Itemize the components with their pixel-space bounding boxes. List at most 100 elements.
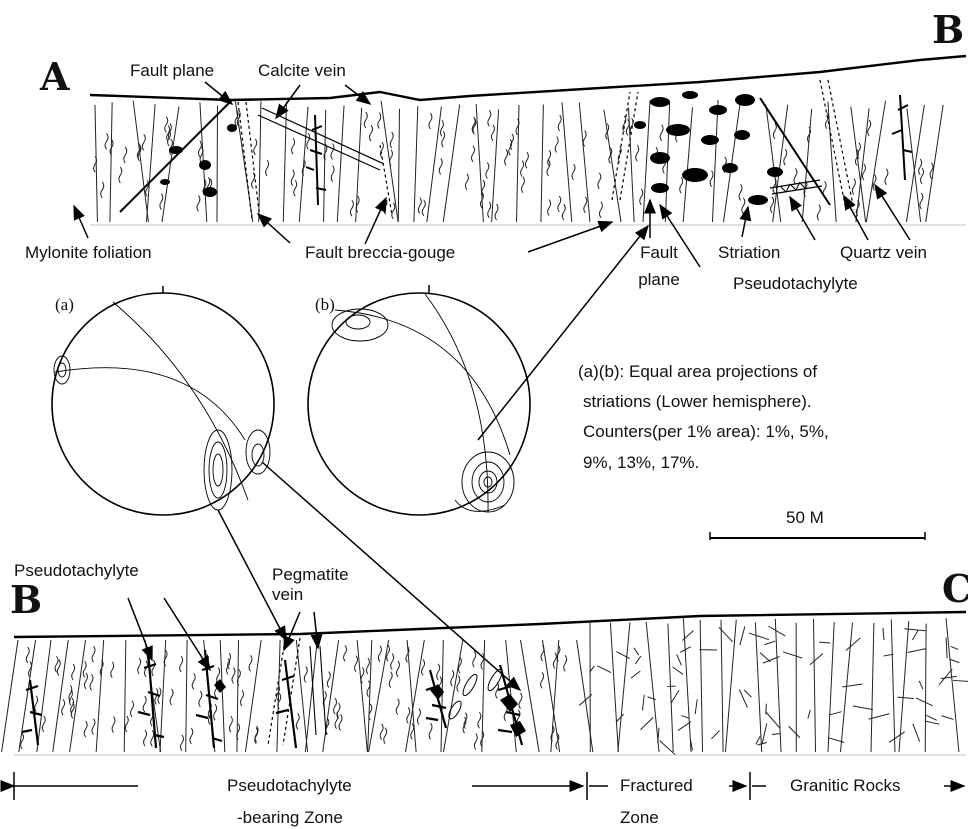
lower-foliation-stroke — [520, 640, 539, 752]
section-label-b-bottom: B — [10, 578, 42, 622]
mylonite-squiggle — [142, 134, 145, 150]
mylonite-squiggle — [626, 119, 629, 135]
fracture-stroke — [610, 623, 618, 752]
fracture-tick — [819, 642, 830, 643]
lower-mylonite-squiggle — [422, 659, 425, 675]
section-label-a: A — [40, 55, 69, 99]
mylonite-squiggle — [521, 177, 524, 193]
lower-mylonite-squiggle — [199, 691, 202, 707]
label-pegmatite-line2: vein — [272, 585, 349, 605]
lower-mylonite-squiggle — [138, 658, 141, 674]
lower-mylonite-squiggle — [155, 688, 158, 704]
caption-line-4: 9%, 13%, 17%. — [583, 453, 699, 473]
fracture-tick — [658, 728, 659, 743]
fracture-tick — [829, 712, 841, 715]
scale-bar-label: 50 M — [786, 508, 824, 528]
foliation-stroke — [133, 101, 148, 222]
mylonite-squiggle — [418, 198, 421, 214]
lower-ground-surface — [14, 612, 966, 637]
fracture-stroke — [646, 622, 659, 752]
lower-mylonite-squiggle — [296, 713, 299, 729]
lower-mylonite-squiggle — [473, 651, 476, 667]
lower-mylonite-squiggle — [411, 723, 414, 739]
mylonite-squiggle — [292, 138, 295, 154]
fracture-tick — [926, 715, 936, 720]
fracture-tick — [912, 631, 917, 640]
lower-mylonite-squiggle — [190, 728, 193, 744]
lower-mylonite-squiggle — [92, 646, 95, 662]
fracture-tick — [756, 736, 760, 744]
mylonite-squiggle — [160, 194, 163, 210]
fracture-tick — [789, 726, 800, 738]
fracture-tick — [908, 649, 926, 653]
lower-foliation-stroke — [323, 640, 339, 752]
foliation-stroke — [259, 101, 261, 222]
zone-pseudotachylyte-line1: Pseudotachylyte — [227, 776, 352, 796]
lower-foliation-stroke — [441, 640, 443, 752]
mylonite-squiggle — [584, 197, 587, 213]
mylonite-squiggle — [919, 159, 922, 175]
fracture-tick — [749, 633, 769, 640]
lower-mylonite-squiggle — [463, 717, 466, 733]
lower-mylonite-squiggle — [131, 701, 134, 717]
lower-mylonite-squiggle — [451, 670, 454, 686]
lower-mylonite-squiggle — [437, 664, 440, 680]
fracture-tick — [772, 734, 780, 735]
stereonet-a — [52, 286, 274, 515]
fracture-tick — [616, 652, 629, 659]
fracture-tick — [953, 680, 968, 681]
lower-foliation-stroke — [96, 640, 104, 752]
label-pseudotachylyte-upper: Pseudotachylyte — [733, 274, 858, 294]
mylonite-squiggle — [486, 163, 489, 179]
mylonite-squiggle — [623, 116, 626, 132]
foliation-stroke — [337, 105, 344, 222]
fracture-tick — [808, 710, 810, 719]
mylonite-squiggle — [429, 113, 432, 129]
mylonite-squiggle — [680, 177, 683, 193]
mylonite-squiggle — [771, 197, 774, 213]
lower-foliation-stroke — [37, 640, 51, 752]
mylonite-squiggle — [784, 149, 787, 165]
fracture-tick — [673, 667, 683, 674]
foliation-stroke — [712, 100, 718, 222]
lower-foliation-stroke — [443, 640, 462, 752]
foliation-stroke — [604, 110, 621, 222]
foliation-stroke — [476, 104, 483, 222]
fracture-tick — [631, 671, 640, 678]
lower-mylonite-squiggle — [396, 699, 399, 715]
lower-mylonite-squiggle — [227, 658, 230, 674]
lower-mylonite-squiggle — [519, 693, 522, 709]
label-fault-plane-2-line2: plane — [634, 270, 684, 290]
mylonite-squiggle — [742, 198, 745, 214]
mylonite-squiggle — [598, 173, 601, 189]
mylonite-squiggle — [599, 202, 602, 218]
foliation-stroke — [683, 107, 692, 222]
mylonite-squiggle — [558, 115, 561, 131]
lower-mylonite-squiggle — [84, 673, 87, 689]
lower-mylonite-squiggle — [72, 664, 75, 680]
fracture-tick — [642, 695, 644, 711]
label-pseudotachylyte-lower: Pseudotachylyte — [14, 561, 139, 581]
zone-fractured-line2: Zone — [620, 808, 659, 828]
mylonite-squiggle — [660, 125, 663, 141]
foliation-stroke — [562, 102, 572, 222]
fracture-tick — [768, 626, 785, 636]
zone-granitic-rocks: Granitic Rocks — [790, 776, 901, 796]
lower-foliation-stroke — [277, 640, 280, 752]
mylonite-squiggle — [505, 149, 508, 165]
mylonite-squiggle — [773, 123, 776, 139]
fracture-stroke — [871, 623, 874, 752]
foliation-stroke — [541, 105, 543, 222]
mylonite-squiggle — [472, 146, 475, 162]
fracture-tick — [695, 699, 697, 714]
mylonite-squiggle — [491, 125, 494, 141]
lower-mylonite-squiggle — [417, 709, 420, 725]
section-label-c: C — [942, 567, 968, 611]
mylonite-squiggle — [124, 147, 127, 163]
fracture-stroke — [618, 622, 630, 752]
fracture-tick — [942, 716, 954, 720]
lower-foliation-stroke — [2, 640, 18, 752]
mylonite-squiggle — [862, 164, 865, 180]
lower-mylonite-squiggle — [361, 667, 364, 683]
mylonite-squiggle — [618, 147, 621, 163]
